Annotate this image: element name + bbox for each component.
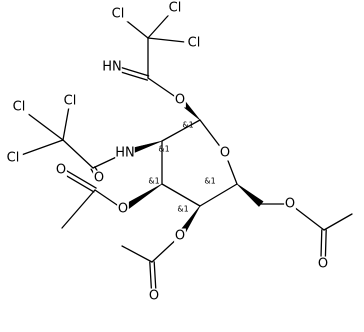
atom-mask bbox=[93, 170, 105, 186]
oxygen-atom-label: O bbox=[318, 257, 328, 272]
chlorine-atom-label: Cl bbox=[188, 36, 201, 51]
nitrogen-atom-label: HN bbox=[115, 146, 135, 161]
oxygen-atom-label: O bbox=[285, 197, 295, 212]
atom-mask bbox=[317, 256, 329, 272]
chlorine-atom-label: Cl bbox=[64, 94, 77, 109]
atom-mask bbox=[174, 92, 186, 108]
atom-mask bbox=[184, 35, 204, 51]
ring-bond bbox=[161, 183, 201, 207]
oxygen-atom-label: O bbox=[175, 93, 185, 108]
atom-mask bbox=[165, 0, 185, 16]
atom-mask bbox=[115, 145, 135, 161]
bond bbox=[323, 213, 353, 231]
atom-mask bbox=[9, 99, 29, 115]
atom-mask bbox=[219, 145, 231, 161]
atom-mask bbox=[284, 196, 296, 212]
nitrogen-atom-label: HN bbox=[102, 60, 122, 75]
atom-mask bbox=[174, 228, 186, 244]
chlorine-atom-label: Cl bbox=[7, 151, 20, 166]
stereo-labels: &1&1&1&1&1 bbox=[148, 121, 215, 214]
bond bbox=[121, 245, 153, 263]
stereo-descriptor-label: &1 bbox=[182, 121, 193, 130]
ring-bond bbox=[161, 119, 201, 142]
stereo-descriptor-label: &1 bbox=[204, 177, 215, 186]
chlorine-atom-label: Cl bbox=[112, 7, 125, 22]
wedge-bond bbox=[236, 183, 264, 207]
atom-mask bbox=[102, 59, 122, 75]
bond bbox=[61, 189, 96, 229]
chlorine-atom-label: Cl bbox=[169, 1, 182, 16]
stereo-descriptor-label: &1 bbox=[148, 177, 159, 186]
double-bond bbox=[61, 167, 97, 189]
chlorine-atom-label: Cl bbox=[13, 100, 26, 115]
oxygen-atom-label: O bbox=[118, 202, 128, 217]
oxygen-atom-label: O bbox=[149, 289, 159, 304]
atom-mask bbox=[148, 288, 160, 304]
atom-mask bbox=[117, 201, 129, 217]
stereo-descriptor-label: &1 bbox=[177, 205, 188, 214]
oxygen-atom-label: O bbox=[220, 146, 230, 161]
bonds bbox=[12, 7, 353, 297]
atom-mask bbox=[108, 6, 128, 22]
bond bbox=[62, 139, 94, 169]
atom-mask bbox=[3, 150, 23, 166]
atom-mask bbox=[60, 93, 80, 109]
oxygen-atom-label: O bbox=[175, 229, 185, 244]
stereo-descriptor-label: &1 bbox=[158, 145, 169, 154]
ring-bond bbox=[199, 183, 238, 207]
oxygen-atom-label: O bbox=[94, 171, 104, 186]
atom-mask bbox=[55, 162, 67, 178]
oxygen-atom-label: O bbox=[56, 163, 66, 178]
